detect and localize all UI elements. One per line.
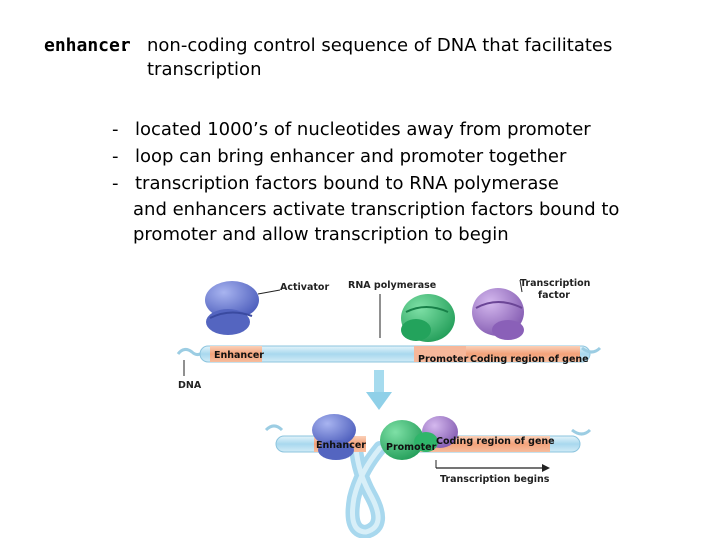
rna-polymerase-protein (401, 294, 455, 342)
enhancer-diagram: Enhancer Promoter Coding region of gene … (176, 278, 602, 538)
bullet-text-continued: promoter and allow transcription to begi… (133, 224, 509, 245)
bullet-item: - transcription factors bound to RNA pol… (112, 170, 619, 247)
bullet-text: transcription factors bound to RNA polym… (135, 173, 559, 194)
bullet-text-continued: and enhancers activate transcription fac… (133, 199, 620, 220)
rna-polymerase-protein (380, 420, 424, 460)
transcription-begins-label: Transcription begins (440, 474, 550, 485)
coding-region-label: Coding region of gene (470, 354, 589, 365)
coding-region-segment (466, 346, 580, 362)
transcription-factor-protein (472, 288, 524, 340)
definition-line-1: non-coding control sequence of DNA that … (147, 35, 613, 56)
definition-colon: : (122, 35, 129, 56)
bullet-text: loop can bring enhancer and promoter tog… (135, 146, 567, 167)
transcription-factor-label: Transcription factor (520, 278, 594, 301)
coding-region-label: Coding region of gene (436, 436, 555, 447)
transcription-factor-label-line-2: factor (538, 290, 570, 301)
activator-protein (312, 414, 356, 460)
bullet-item: - loop can bring enhancer and promoter t… (112, 143, 619, 170)
transcription-factor-protein (414, 416, 458, 452)
activator-label: Activator (280, 282, 329, 293)
transcription-factor-pointer (519, 279, 523, 293)
coding-region-segment (432, 436, 550, 452)
enhancer-label: Enhancer (214, 350, 264, 361)
bullet-text: located 1000’s of nucleotides away from … (135, 119, 591, 140)
definition-line-2: transcription (147, 59, 262, 80)
promoter-label: Promoter (386, 442, 437, 453)
down-arrow (366, 370, 392, 410)
transcription-arrowhead (542, 464, 550, 472)
activator-protein (205, 281, 259, 335)
transcription-factor-label-line-1: Transcription (520, 278, 591, 289)
promoter-segment (414, 346, 466, 362)
activator-pointer (257, 289, 281, 295)
bullet-list: - located 1000’s of nucleotides away fro… (112, 116, 619, 247)
dna-label: DNA (178, 380, 202, 391)
bullet-dash: - (112, 146, 119, 167)
definition-term: enhancer (44, 35, 131, 56)
dna-loop (339, 441, 387, 538)
enhancer-segment (210, 346, 262, 362)
rna-polymerase-label: RNA polymerase (348, 280, 436, 291)
bullet-item: - located 1000’s of nucleotides away fro… (112, 116, 619, 143)
bullet-dash: - (112, 173, 119, 194)
enhancer-label: Enhancer (316, 440, 366, 451)
bullet-dash: - (112, 119, 119, 140)
promoter-label: Promoter (418, 354, 469, 365)
definition-text: non-coding control sequence of DNA that … (147, 34, 667, 82)
